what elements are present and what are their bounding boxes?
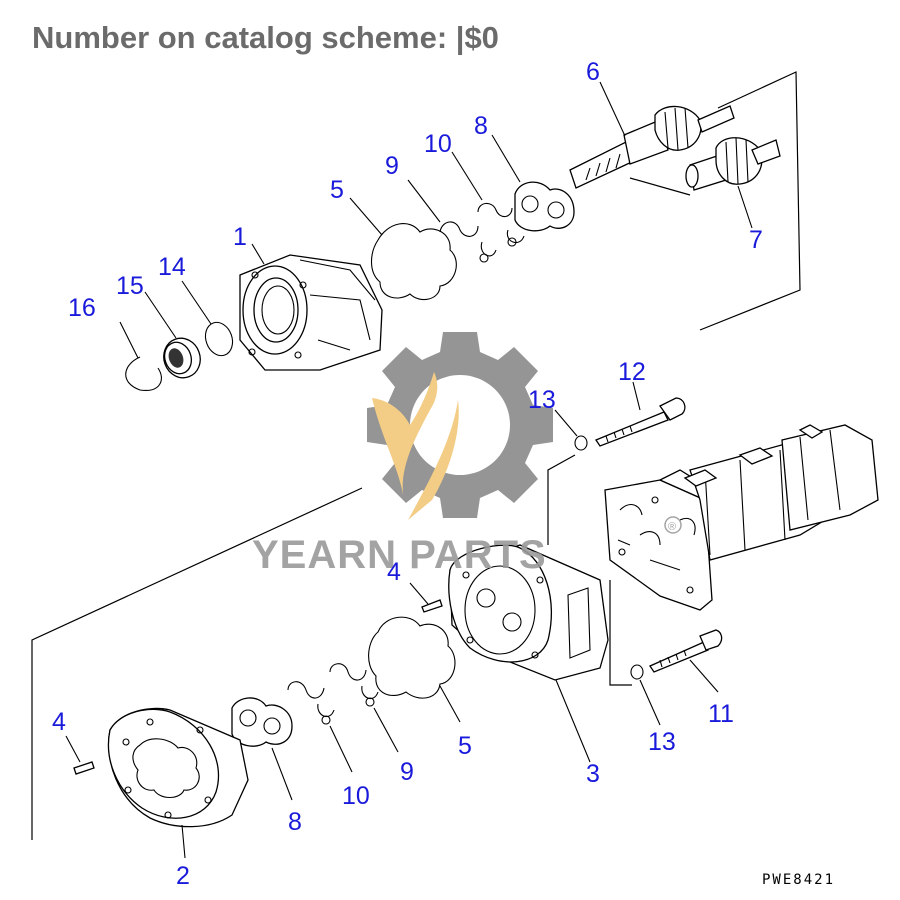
part-1-cover-housing [239, 243, 383, 371]
part-8-plate-upper [491, 134, 575, 232]
lower-frame-lines [31, 454, 632, 840]
callout-c11: 11 [708, 700, 734, 728]
part-4-dowel-pin-left [65, 735, 95, 775]
part-10-backup-ring-upper [451, 151, 525, 247]
part-3-gear-case [448, 544, 609, 763]
part-4-dowel-pin-middle [409, 582, 443, 613]
registered-mark: ® [668, 521, 676, 533]
callout-c14: 14 [158, 253, 186, 281]
callout-c2: 2 [176, 862, 190, 890]
callout-c15: 15 [116, 272, 144, 300]
part-9-ring-lower [329, 663, 399, 753]
part-8-plate-lower [231, 697, 293, 801]
callout-c12: 12 [618, 358, 646, 386]
part-10-backup-ring-lower [287, 681, 353, 773]
callout-c13b: 13 [648, 728, 676, 756]
watermark-flame-icon [372, 372, 459, 520]
callout-c4b: 4 [52, 708, 66, 736]
watermark-gear-icon [367, 332, 553, 518]
part-7-driven-gear [685, 137, 781, 229]
callout-c9a: 9 [385, 152, 399, 180]
callout-c5b: 5 [458, 732, 472, 760]
part-5-gasket-lower [368, 616, 461, 723]
callout-labels: 1 2 3 4 4 5 5 6 7 8 8 9 9 10 10 11 12 13… [52, 58, 763, 890]
callout-c5a: 5 [330, 176, 344, 204]
callout-c4a: 4 [387, 558, 401, 586]
part-15-oil-seal [144, 291, 201, 379]
callout-c10a: 10 [424, 130, 452, 158]
callout-c9b: 9 [400, 758, 414, 786]
part-13-washer-upper [554, 409, 588, 451]
callout-c6: 6 [586, 58, 600, 86]
callout-c10b: 10 [342, 782, 370, 810]
drawing-code: PWE8421 [762, 872, 835, 888]
part-2-rear-flange [107, 707, 249, 859]
registered-mark-icon [664, 516, 682, 534]
watermark-text: YEARN PARTS [252, 533, 547, 577]
callout-c1: 1 [233, 223, 247, 251]
callout-c3: 3 [586, 760, 600, 788]
part-5-gasket-upper [349, 197, 457, 301]
assembled-pump [604, 424, 879, 611]
part-12-bolt [595, 381, 686, 447]
part-13-washer-lower [630, 664, 661, 726]
page-title: Number on catalog scheme: |$0 [32, 20, 499, 55]
part-14-ring [181, 280, 234, 357]
part-16-snap-ring [119, 321, 162, 391]
callout-c8a: 8 [474, 112, 488, 140]
callout-c8b: 8 [288, 808, 302, 836]
part-6-drive-shaft [569, 81, 735, 189]
part-9-ring-upper [407, 179, 497, 263]
yearn-parts-watermark-logo: YEARN PARTS ® [252, 332, 682, 577]
upper-frame-lines [629, 71, 801, 331]
part-11-bolt [649, 629, 723, 693]
callout-c16: 16 [68, 294, 96, 322]
callout-c7: 7 [749, 226, 763, 254]
callout-c13a: 13 [528, 386, 556, 414]
